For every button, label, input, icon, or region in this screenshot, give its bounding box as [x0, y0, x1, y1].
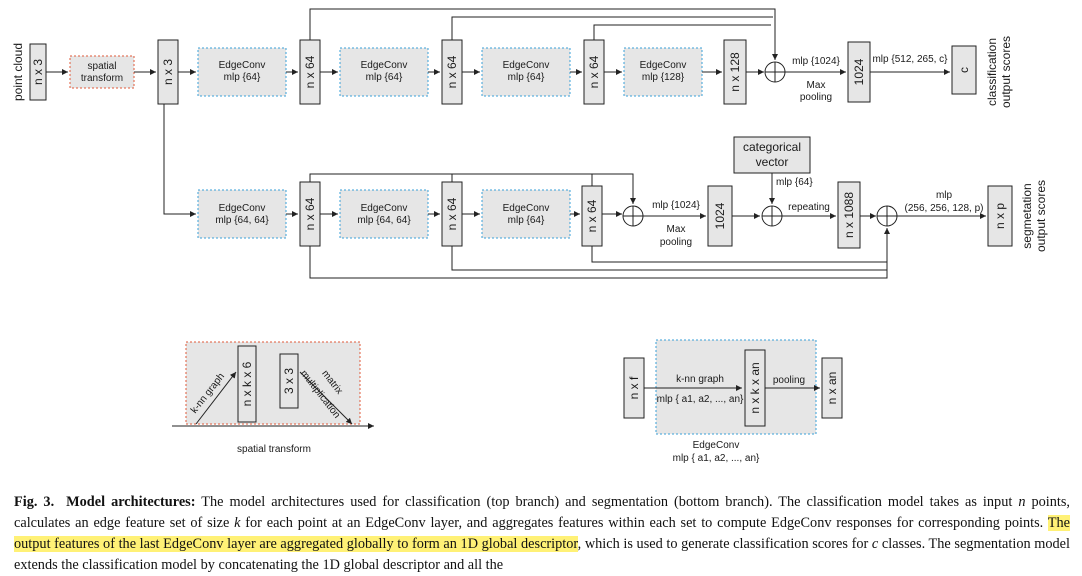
ec-mlp-label: mlp { a1, a2, ..., an} — [657, 394, 744, 405]
bottom-np-box — [987, 185, 1013, 247]
bottom-edgeconv-2 — [339, 189, 429, 239]
top-edgeconv-4-mlp: mlp {128} — [642, 72, 685, 83]
bottom-edgeconv-3-mlp: mlp {64} — [508, 215, 545, 226]
ec-nf-label: n x f — [627, 376, 641, 399]
bottom-n64-c-label: n x 64 — [585, 199, 599, 232]
bottom-mlp1024-label: mlp {1024} — [652, 200, 700, 211]
bottom-edgeconv-1-mlp: mlp {64, 64} — [215, 215, 269, 226]
spatial-transform-block — [69, 55, 135, 89]
caption-var-c: c — [871, 536, 879, 552]
caption-text-1: The model architectures used for classif… — [195, 494, 1019, 510]
spatial-transform-line1: spatial — [88, 61, 117, 72]
categorical-vector-line2: vector — [756, 155, 789, 169]
ec-knn-label: k-nn graph — [676, 374, 724, 385]
bottom-mlp-seg-line2: (256, 256, 128, p) — [905, 203, 984, 214]
top-edgeconv-1 — [197, 47, 287, 97]
caption-bold-title: Model architectures: — [66, 494, 196, 510]
ec-detail-frame — [655, 339, 817, 435]
ec-pooling-label: pooling — [773, 375, 805, 386]
st-detail-frame — [185, 341, 361, 425]
st-nkk6-box — [237, 345, 257, 423]
top-edgeconv-2-mlp: mlp {64} — [366, 72, 403, 83]
top-1024-label: 1024 — [852, 58, 866, 85]
st-detail-caption: spatial transform — [237, 444, 311, 455]
classification-out-line2: output scores — [999, 36, 1013, 108]
segmentation-out-line2: output scores — [1034, 180, 1048, 252]
caption-text-4: , which is used to generate classificati… — [577, 536, 872, 552]
top-n64-c-label: n x 64 — [587, 55, 601, 88]
st-nkk6-label: n x k x 6 — [240, 361, 254, 406]
repeating-label: repeating — [788, 202, 830, 213]
top-edgeconv-2 — [339, 47, 429, 97]
spatial-transform-line2: transform — [81, 73, 123, 84]
ec-nan-label: n x an — [825, 372, 839, 405]
bottom-maxpool-line2: pooling — [660, 237, 692, 248]
bottom-n1088 — [837, 181, 861, 249]
bottom-n1088-label: n x 1088 — [842, 192, 856, 238]
figure-caption: Fig. 3. Model architectures: The model a… — [14, 492, 1071, 576]
bottom-maxpool-line1: Max — [667, 224, 686, 235]
bottom-n64-b-label: n x 64 — [445, 197, 459, 230]
bottom-branch: EdgeConv mlp {64, 64} n x 64 EdgeConv ml… — [163, 104, 1048, 279]
categorical-vector-line1: categorical — [743, 140, 801, 154]
top-maxpool-line2: pooling — [800, 92, 832, 103]
ec-nkkan-label: n x k x an — [748, 362, 762, 413]
top-n64-a-label: n x 64 — [303, 55, 317, 88]
edgeconv-detail: n x f k-nn graph mlp { a1, a2, ..., an} … — [623, 339, 843, 464]
top-edgeconv-3-mlp: mlp {64} — [508, 72, 545, 83]
top-maxpool-line1: Max — [807, 80, 826, 91]
caption-var-n: n — [1018, 494, 1026, 510]
top-n128-label: n x 128 — [728, 52, 742, 92]
bottom-mlp64-label: mlp {64} — [776, 177, 813, 188]
architecture-diagram: point cloud n x 3 spatial transform n x … — [11, 8, 1048, 464]
caption-var-k: k — [234, 515, 241, 531]
caption-text-2: points, calculates an edge feature set o… — [14, 494, 1070, 531]
top-c-box — [951, 45, 977, 95]
caption-text-5: classes. The segmentation model extends … — [14, 536, 1070, 573]
ec-detail-caption-2: mlp { a1, a2, ..., an} — [673, 453, 760, 464]
bottom-edgeconv-2-title: EdgeConv — [361, 203, 408, 214]
classification-out-line1: classification — [985, 38, 999, 106]
ec-nan-box — [821, 357, 843, 419]
st-33-box — [279, 353, 299, 409]
top-edgeconv-1-mlp: mlp {64} — [224, 72, 261, 83]
top-n64-b-label: n x 64 — [445, 55, 459, 88]
bottom-mlp-seg-line1: mlp — [936, 190, 953, 201]
bottom-np-label: n x p — [993, 203, 1007, 229]
top-mlp1024-label: mlp {1024} — [792, 56, 840, 67]
bottom-edgeconv-3-title: EdgeConv — [503, 203, 550, 214]
caption-text-3: for each point at an EdgeConv layer, and… — [240, 515, 1048, 531]
categorical-vector-box — [733, 136, 811, 174]
top-branch: point cloud n x 3 spatial transform n x … — [11, 8, 1013, 108]
bottom-1024-label: 1024 — [713, 202, 727, 229]
input-label: n x 3 — [31, 59, 45, 85]
n3-label: n x 3 — [161, 59, 175, 85]
st-33-label: 3 x 3 — [282, 368, 296, 394]
bottom-n64-a-label: n x 64 — [303, 197, 317, 230]
segmentation-out-line1: segmetation — [1020, 183, 1034, 248]
top-edgeconv-3-title: EdgeConv — [503, 60, 550, 71]
top-edgeconv-2-title: EdgeConv — [361, 60, 408, 71]
caption-fig-number: Fig. 3. — [14, 494, 55, 510]
bottom-edgeconv-1 — [197, 189, 287, 239]
top-mlp-cls-label: mlp {512, 265, c} — [872, 54, 948, 65]
bottom-edgeconv-2-mlp: mlp {64, 64} — [357, 215, 411, 226]
ec-detail-caption-1: EdgeConv — [693, 440, 740, 451]
bottom-edgeconv-1-title: EdgeConv — [219, 203, 266, 214]
bottom-edgeconv-3 — [481, 189, 571, 239]
spatial-transform-detail: k-nn graph n x k x 6 3 x 3 matrix multip… — [172, 341, 374, 455]
top-edgeconv-3 — [481, 47, 571, 97]
bottom-1024 — [707, 185, 733, 247]
point-cloud-label: point cloud — [11, 43, 25, 101]
top-c-label: c — [957, 67, 971, 73]
top-edgeconv-4-title: EdgeConv — [640, 60, 687, 71]
top-edgeconv-1-title: EdgeConv — [219, 60, 266, 71]
